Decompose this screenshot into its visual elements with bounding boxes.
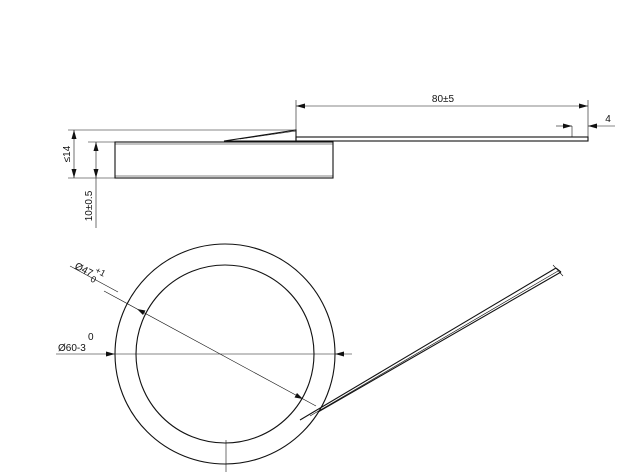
- side-view-lead-exit: [223, 129, 297, 142]
- dim-inner-diameter-tol-upper: +1: [94, 265, 108, 279]
- dim-length-label: 80±5: [432, 94, 455, 105]
- dim-lead-width-label: 4: [605, 114, 611, 125]
- dim-body-height: 10±0.5: [84, 141, 115, 228]
- dim-lead-width: 4: [556, 114, 615, 137]
- dim-length: 80±5: [295, 94, 589, 137]
- dim-inner-diameter-tol-lower: 0: [89, 274, 98, 285]
- side-view: 80±5 4 ≤14 10±0.5: [62, 94, 615, 228]
- dim-outer-diameter-label: Ø60-3: [58, 343, 86, 354]
- dim-outer-diameter: 0 Ø60-3: [56, 332, 352, 357]
- dim-inner-diameter: Ø47 +1 0: [69, 261, 317, 407]
- dim-max-height-label: ≤14: [62, 145, 73, 162]
- dim-outer-diameter-tol-upper: 0: [88, 332, 94, 343]
- dim-max-height: ≤14: [62, 129, 296, 179]
- top-view: Ø47 +1 0 0 Ø60-3: [56, 243, 564, 472]
- top-view-lead-wire: [299, 264, 564, 421]
- dim-body-height-label: 10±0.5: [84, 190, 95, 221]
- side-view-body: [114, 141, 334, 179]
- side-view-lead-wire: [295, 136, 589, 142]
- side-view-lead-exit-edge: [239, 130, 297, 140]
